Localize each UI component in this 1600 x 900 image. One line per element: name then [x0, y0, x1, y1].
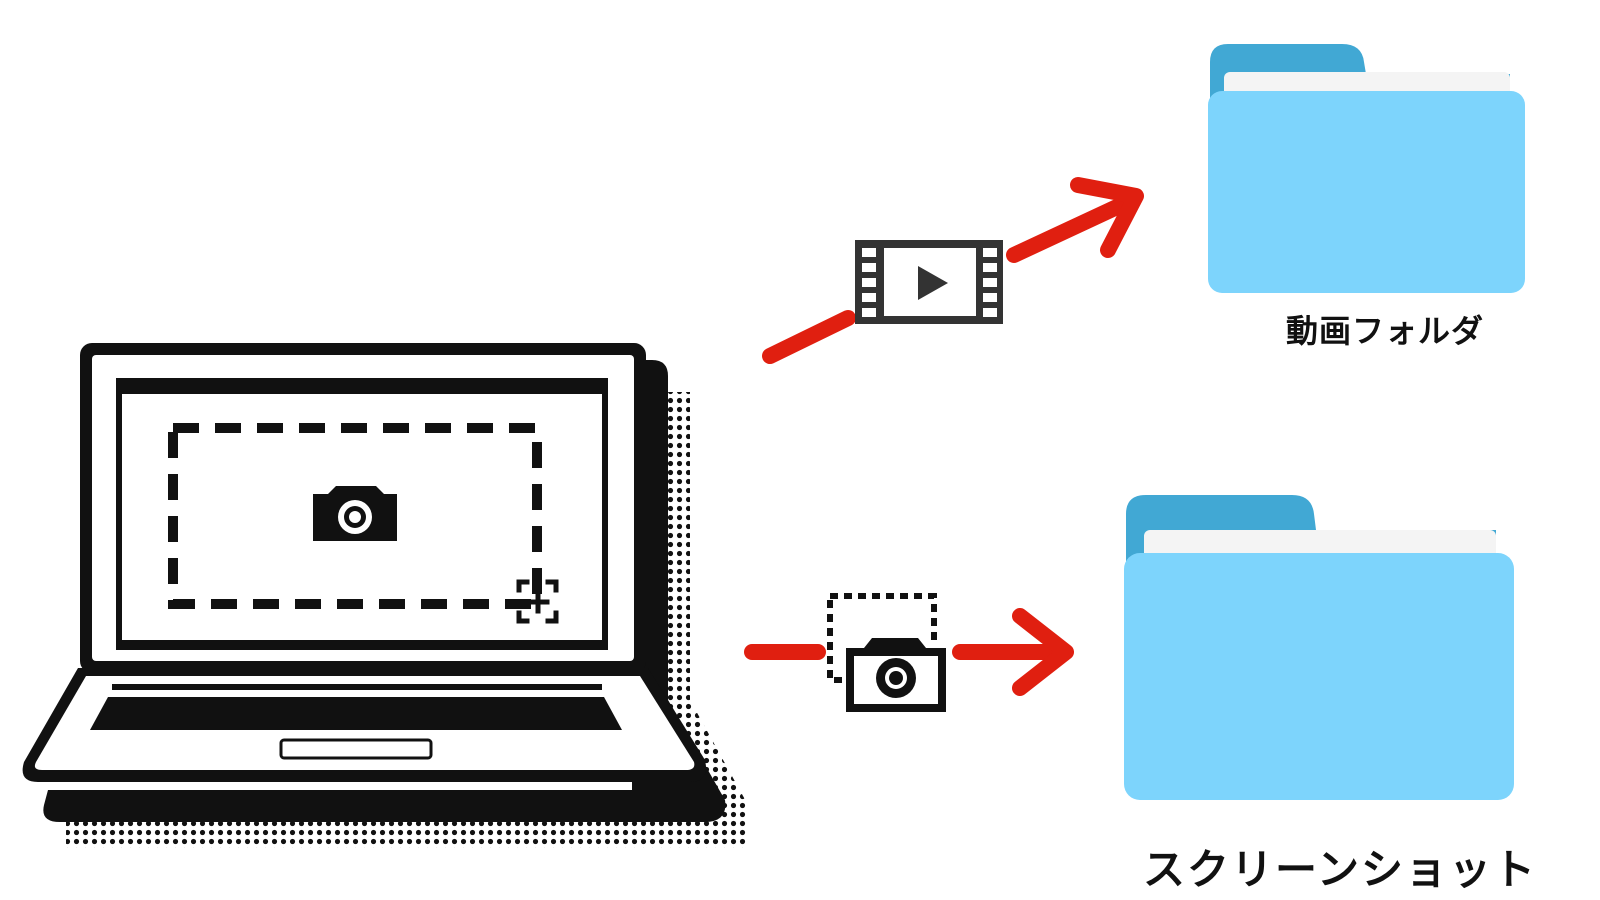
- screenshot-folder-label: スクリーンショット: [1143, 845, 1537, 894]
- video-film-icon: [855, 240, 1003, 324]
- dashed-capture-frame-icon: [168, 423, 542, 609]
- camera-icon: [313, 486, 397, 541]
- laptop-icon: [22, 343, 748, 848]
- camera-capture-icon: [827, 593, 946, 712]
- screenshot-folder-icon: [1124, 495, 1514, 800]
- screenshot-arrow: [744, 608, 1074, 696]
- laptop-keyboard: [90, 697, 622, 730]
- video-folder-label: 動画フォルダ: [1285, 312, 1484, 350]
- video-arrow: [762, 177, 1144, 364]
- video-folder-icon: [1208, 44, 1525, 293]
- region-capture-icon: [516, 579, 559, 624]
- laptop-trackpad: [279, 738, 433, 760]
